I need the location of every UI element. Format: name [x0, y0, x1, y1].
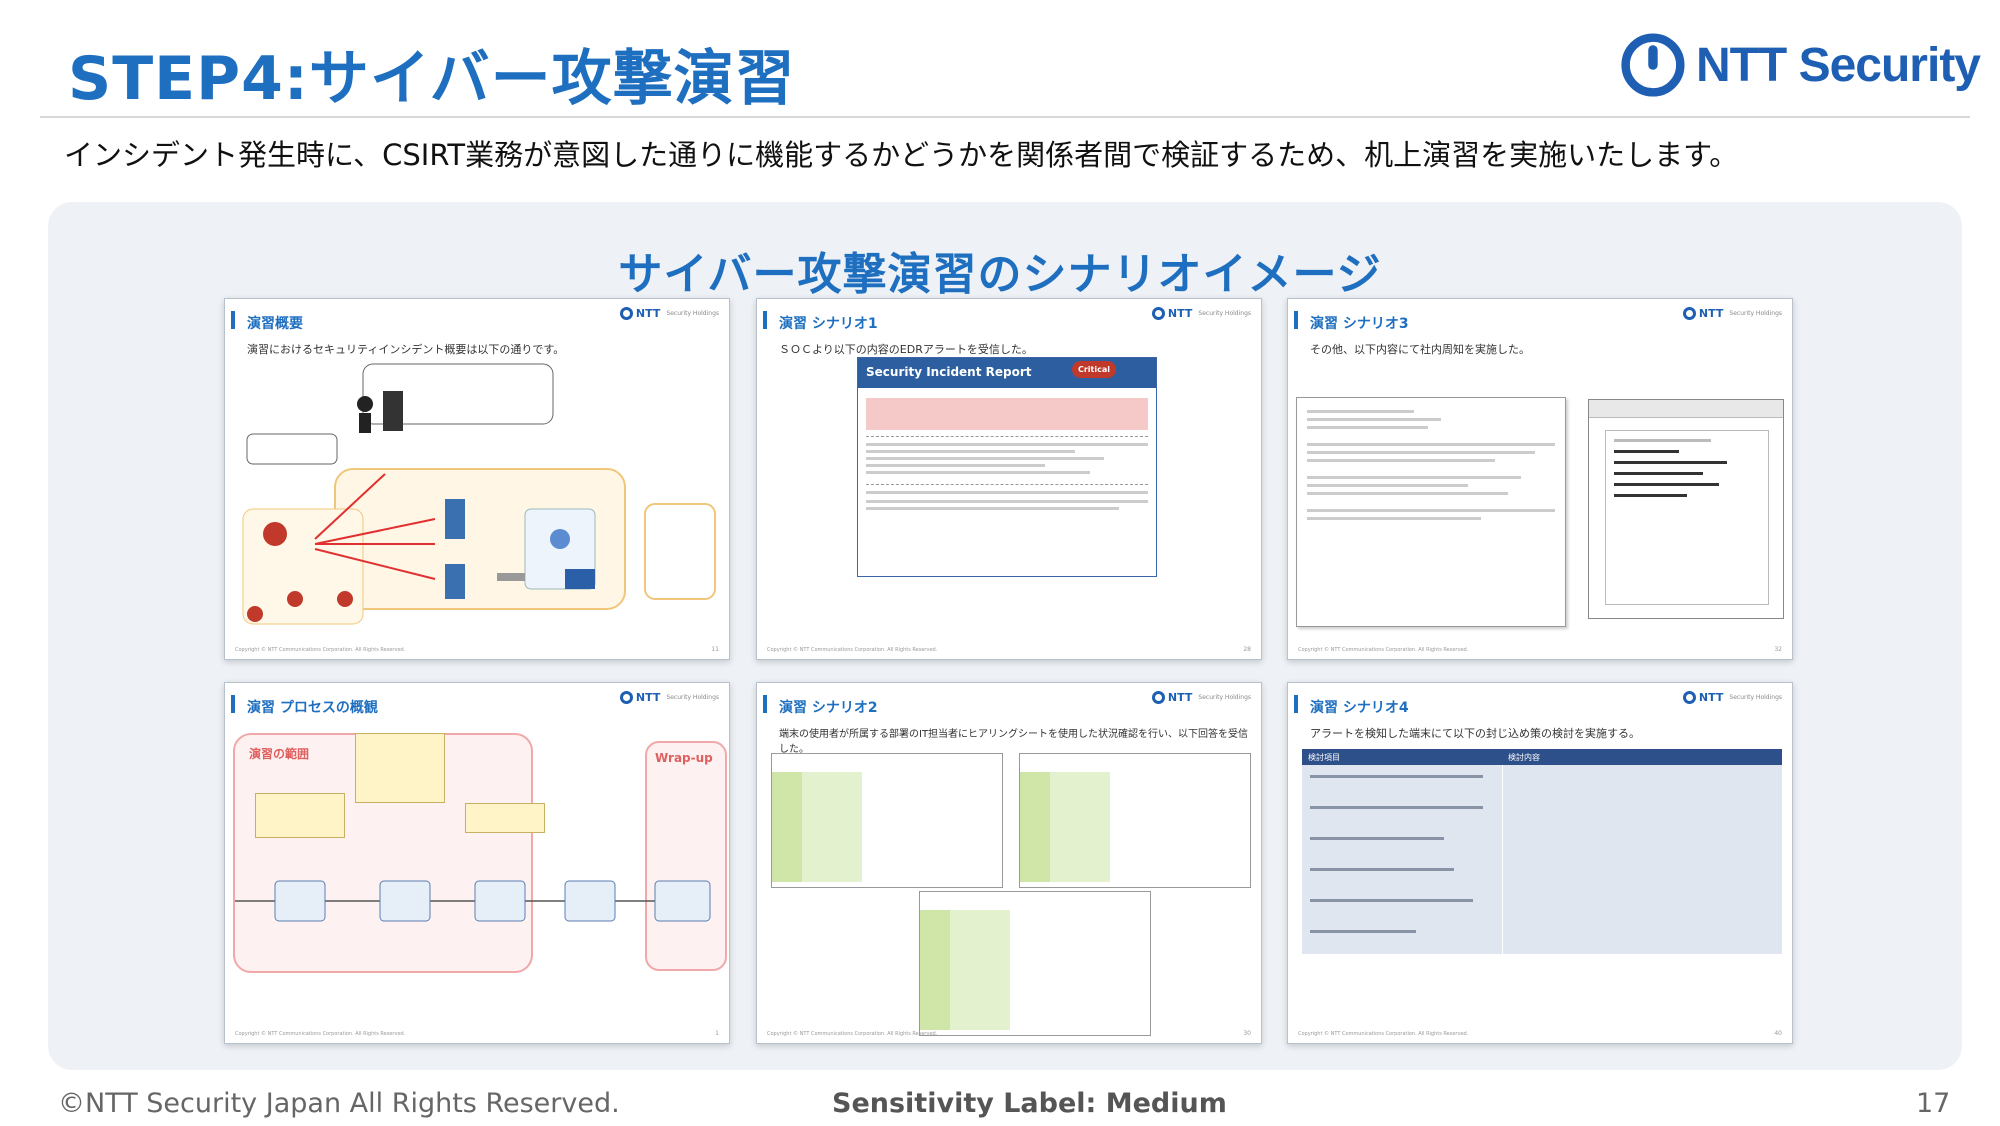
copyright-text: ©NTT Security Japan All Rights Reserved. [58, 1088, 620, 1119]
hearing-sheet-image [919, 891, 1151, 1036]
critical-badge: Critical [1071, 361, 1116, 378]
hearing-sheet-image [771, 753, 1003, 888]
slide-accent-bar [1294, 695, 1298, 713]
ntt-logo-icon [1621, 33, 1685, 97]
sensitivity-label: Sensitivity Label: Medium [832, 1088, 1227, 1119]
wrapup-area: Wrap-up [645, 741, 727, 971]
page-number: 17 [1916, 1088, 1951, 1119]
scope-label: 演習の範囲 [249, 747, 310, 761]
slide-accent-bar [231, 311, 235, 329]
lead-text: インシデント発生時に、CSIRT業務が意図した通りに機能するかどうかを関係者間で… [64, 138, 1739, 172]
slide-accent-bar [763, 695, 767, 713]
wrapup-label: Wrap-up [655, 751, 713, 765]
slide-title: 演習概要 [247, 316, 303, 332]
callout-note [355, 733, 445, 803]
incident-report-card: Security Incident Report Critical [857, 357, 1157, 577]
slide-desc: ＳＯＣより以下の内容のEDRアラートを受信した。 [779, 343, 1033, 356]
slide-title: 演習 シナリオ2 [779, 700, 878, 716]
slide-title: 演習 シナリオ3 [1310, 316, 1409, 332]
process-flow [235, 880, 711, 922]
slide-desc: 端末の使用者が所属する部署のIT担当者にヒアリングシートを使用した状況確認を行い… [779, 729, 1249, 755]
slide-desc: 演習におけるセキュリティインシデント概要は以下の通りです。 [247, 343, 565, 356]
report-label: Security Incident Report [866, 365, 1032, 379]
logo-text: NTT Security [1695, 38, 1981, 92]
intranet-notice-image [1588, 399, 1784, 619]
slide-title: 演習 シナリオ1 [779, 316, 878, 332]
slide-accent-bar [231, 695, 235, 713]
slide-title: 演習 シナリオ4 [1310, 700, 1409, 716]
table-header-detail: 検討内容 [1508, 753, 1540, 762]
slide-accent-bar [1294, 311, 1298, 329]
overview-diagram [242, 363, 716, 625]
hearing-sheet-image [1019, 753, 1251, 888]
callout-note [465, 803, 545, 833]
slide-title: 演習 プロセスの概観 [247, 700, 378, 716]
containment-table: 検討項目 検討内容 [1302, 749, 1782, 954]
slide-accent-bar [763, 311, 767, 329]
slide-desc: その他、以下内容にて社内周知を実施した。 [1310, 343, 1530, 356]
callout-note [255, 793, 345, 838]
ntt-security-logo: NTT Security [1620, 30, 1981, 100]
slide-desc: アラートを検知した端末にて以下の封じ込め策の検討を実施する。 [1310, 727, 1640, 740]
email-notice-image [1296, 397, 1566, 627]
page-title: STEP4:サイバー攻撃演習 [68, 44, 796, 114]
panel-title: サイバー攻撃演習のシナリオイメージ [618, 249, 1382, 300]
header-divider [40, 116, 1970, 118]
table-header-item: 検討項目 [1308, 753, 1340, 762]
